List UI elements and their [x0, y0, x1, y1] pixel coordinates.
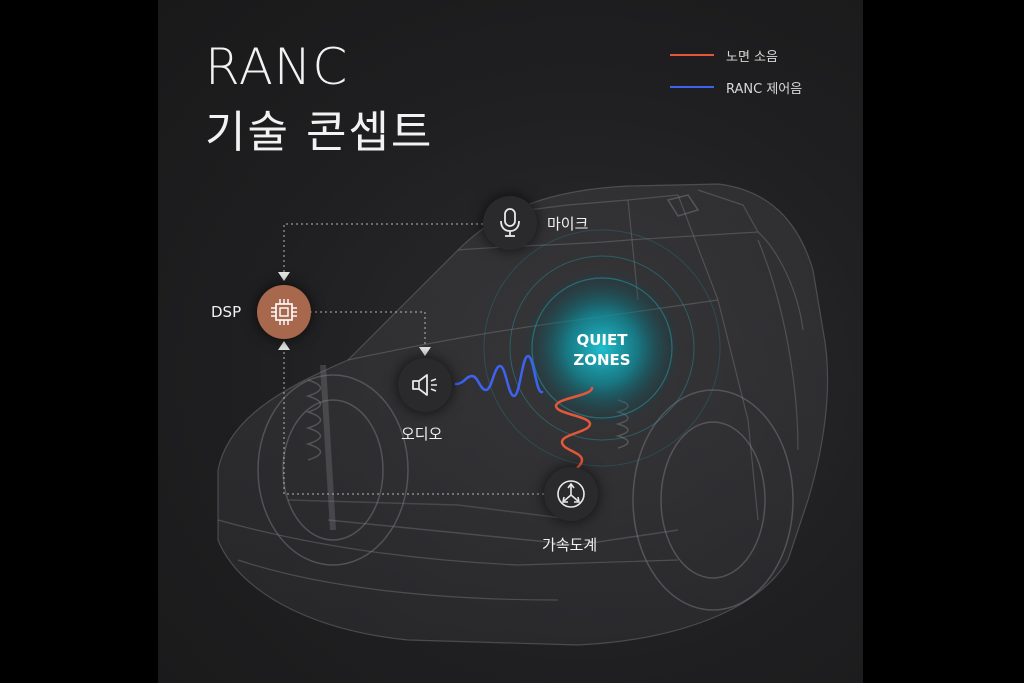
dsp-to-audio-path — [310, 311, 426, 348]
mic-to-dsp-path — [283, 223, 483, 272]
audio-label: 오디오 — [401, 425, 443, 443]
accel-to-dsp-path — [283, 348, 544, 495]
quiet-zone-glow — [522, 268, 682, 428]
signal-paths — [283, 223, 544, 495]
title-line-1: RANC — [205, 38, 349, 96]
mic-label: 마이크 — [547, 215, 589, 233]
quiet-zones-line-2: ZONES — [573, 351, 631, 369]
legend-label-road-noise: 노면 소음 — [726, 49, 778, 65]
dsp-node — [257, 285, 311, 339]
audio-node — [398, 358, 452, 412]
accelerometer-icon — [557, 480, 585, 508]
legend-item-ranc-control: RANC 제어음 — [670, 77, 802, 97]
quiet-zones-label: QUIET ZONES — [542, 310, 662, 390]
arrow-heads — [278, 272, 431, 356]
speaker-icon — [412, 374, 437, 396]
accelerometer-node — [544, 467, 598, 521]
legend-swatch-ranc-control — [670, 86, 714, 88]
quiet-zones-line-1: QUIET — [576, 331, 628, 349]
ranc-control-wave — [454, 354, 544, 398]
road-noise-wave — [554, 386, 594, 477]
suspension — [257, 194, 794, 611]
chip-icon — [271, 299, 297, 325]
legend-item-road-noise: 노면 소음 — [670, 45, 778, 65]
diagram-canvas: RANC 기술 콘셉트 노면 소음 RANC 제어음 마이크 — [158, 0, 863, 683]
title-line-2: 기술 콘셉트 — [205, 107, 434, 158]
mic-node — [483, 196, 537, 250]
accelerometer-label: 가속도계 — [542, 536, 598, 554]
dsp-label: DSP — [211, 303, 242, 321]
car-body — [217, 183, 829, 646]
microphone-icon — [500, 208, 520, 237]
car-wireframe — [217, 183, 829, 646]
legend-swatch-road-noise — [670, 54, 714, 56]
legend-label-ranc-control: RANC 제어음 — [726, 81, 803, 97]
